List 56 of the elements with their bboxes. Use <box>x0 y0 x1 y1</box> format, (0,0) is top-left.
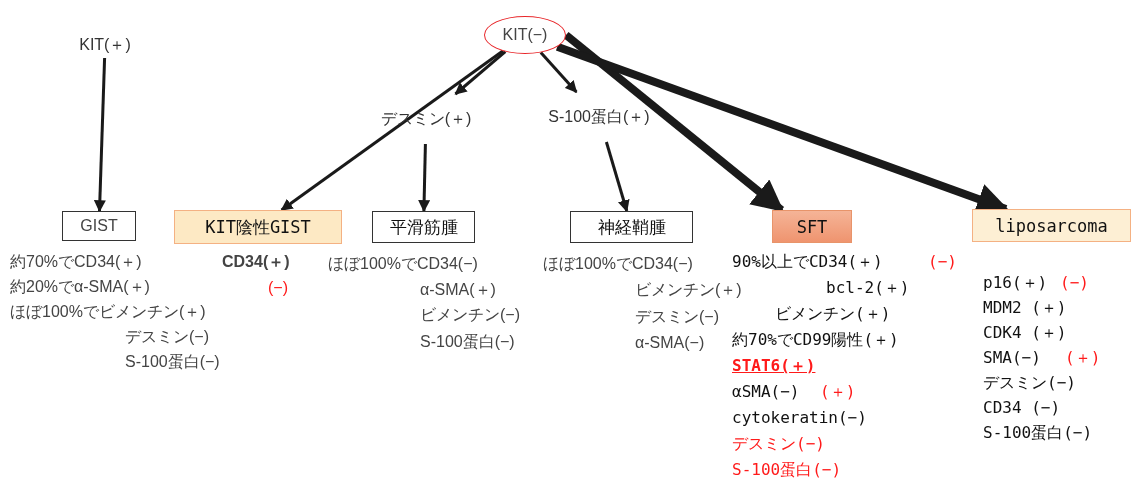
marker-result: ビメンチン(−) <box>420 305 520 325</box>
marker-result: SMA(−) <box>983 347 1041 369</box>
marker-result: (＋) <box>820 381 856 403</box>
marker-result: S-100蛋白(−) <box>732 459 842 481</box>
marker-result: α-SMA(＋) <box>420 280 496 300</box>
marker-result: cytokeratin(−) <box>732 407 867 429</box>
marker-result: ビメンチン(＋) <box>775 303 891 325</box>
diagnosis-box <box>62 211 136 241</box>
marker-result: p16(＋) <box>983 272 1048 294</box>
marker-result: CD34(＋) <box>222 252 290 272</box>
marker-result: (−) <box>1060 272 1089 294</box>
marker-result: (−) <box>928 251 957 273</box>
arrow <box>604 141 630 213</box>
marker-result: 約20%でα-SMA(＋) <box>10 277 150 297</box>
diagnosis-box <box>772 210 852 243</box>
marker-result: デスミン(−) <box>125 327 209 347</box>
oval-node <box>484 16 566 54</box>
marker-result: S-100蛋白(−) <box>420 332 515 352</box>
marker-result: ほぼ100%でCD34(−) <box>543 254 693 274</box>
diagnosis-box <box>372 211 475 243</box>
marker-result: (＋) <box>1065 347 1101 369</box>
box-label: 平滑筋腫 <box>389 215 458 239</box>
marker-result: (−) <box>268 278 288 298</box>
marker-result: ほぼ100%でビメンチン(＋) <box>10 302 206 322</box>
box-label: SFT <box>796 216 828 237</box>
node-label: KIT(＋) <box>70 32 140 58</box>
arrow <box>280 49 504 212</box>
marker-result: 約70%でCD99陽性(＋) <box>732 329 899 351</box>
box-label: liposarcoma <box>995 215 1108 236</box>
diagnosis-box <box>174 210 342 244</box>
marker-result: αSMA(−) <box>732 381 800 403</box>
marker-result: STAT6(＋) <box>732 355 816 377</box>
marker-result: ビメンチン(＋) <box>635 280 742 300</box>
box-label: GIST <box>80 217 118 235</box>
marker-result: α-SMA(−) <box>635 333 705 353</box>
marker-result: S-100蛋白(−) <box>983 422 1093 444</box>
box-label: KIT陰性GIST <box>205 215 311 239</box>
marker-result: 約70%でCD34(＋) <box>10 252 142 272</box>
diagnosis-box <box>570 211 693 243</box>
marker-result: CD34 (−) <box>983 397 1061 419</box>
marker-result: デスミン(−) <box>983 372 1076 394</box>
arrow <box>418 143 431 213</box>
marker-result: デスミン(−) <box>635 307 719 327</box>
marker-result: CDK4 (＋) <box>983 322 1067 344</box>
marker-result: 90%以上でCD34(＋) <box>732 251 883 273</box>
diagnosis-box <box>972 209 1131 242</box>
marker-result: S-100蛋白(−) <box>125 352 220 372</box>
arrow <box>93 57 107 213</box>
marker-result: デスミン(−) <box>732 433 825 455</box>
box-label: 神経鞘腫 <box>597 215 666 239</box>
node-label: S-100蛋白(＋) <box>540 92 658 142</box>
marker-result: MDM2 (＋) <box>983 297 1067 319</box>
marker-result: ほぼ100%でCD34(−) <box>328 254 478 274</box>
marker-result: bcl-2(＋) <box>826 277 910 299</box>
box-label: KIT(−) <box>502 26 548 44</box>
arrow <box>454 50 507 96</box>
